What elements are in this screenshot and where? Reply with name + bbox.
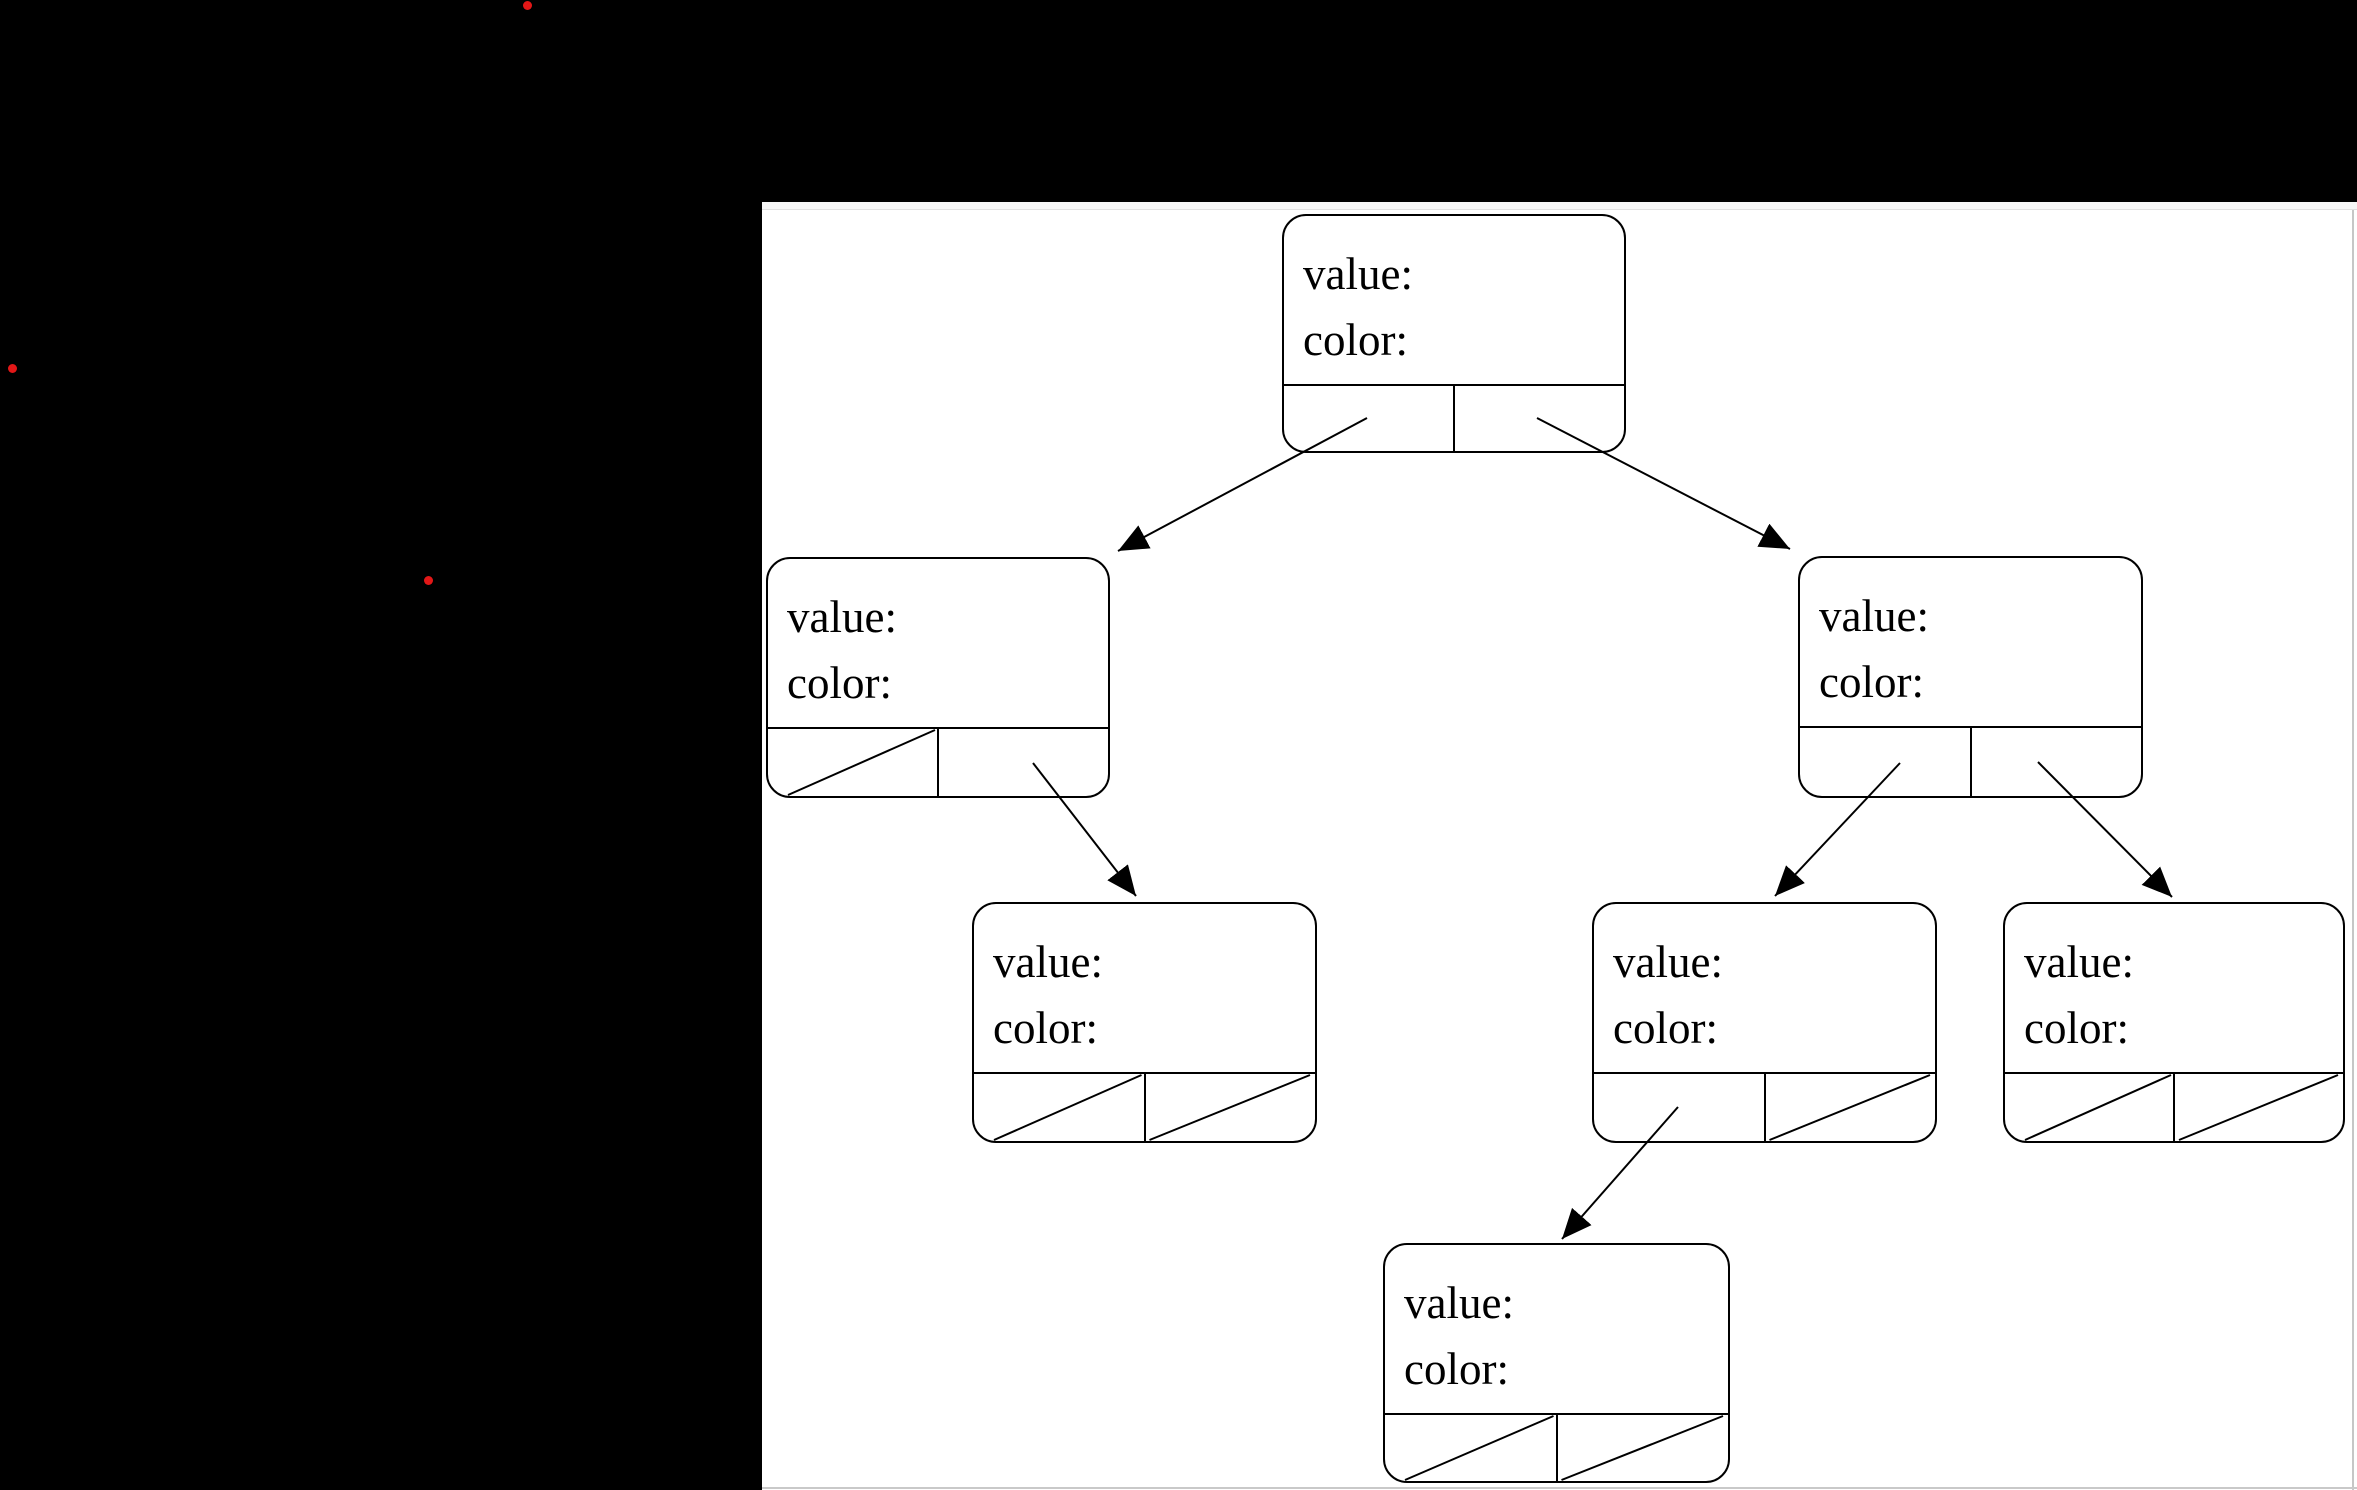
node-color-label: color:: [1303, 315, 1408, 365]
node-pointer-cells: [974, 1072, 1315, 1141]
node-color-label: color:: [1404, 1344, 1509, 1394]
pointer-cell-divider: [1143, 1074, 1146, 1141]
node-value-label: value:: [1819, 591, 1929, 641]
node-pointer-cells: [1284, 384, 1624, 451]
tree-node-root: value: color:: [1282, 214, 1626, 453]
tree-node-left: value: color:: [766, 557, 1110, 798]
red-dot: [523, 1, 532, 10]
node-value-label: value:: [787, 592, 897, 642]
node-pointer-cells: [1385, 1413, 1728, 1481]
tree-diagram: value:color:value:color:value:color:valu…: [762, 202, 2357, 1490]
pointer-cell-divider: [937, 729, 939, 796]
node-value-label: value:: [993, 937, 1103, 987]
panel-top-strip: [762, 202, 2357, 210]
pointer-cell-divider: [1555, 1415, 1558, 1481]
tree-node-right-left-left: value: color:: [1383, 1243, 1730, 1483]
node-pointer-cells: [768, 727, 1108, 796]
node-value-label: value:: [1404, 1278, 1514, 1328]
panel-right-edge: [2352, 210, 2354, 1490]
node-value-label: value:: [1613, 937, 1723, 987]
node-pointer-cells: [1594, 1072, 1935, 1141]
tree-node-right: value: color:: [1798, 556, 2143, 798]
pointer-cell-divider: [1453, 386, 1455, 451]
tree-node-right-right: value: color:: [2003, 902, 2345, 1143]
node-value-label: value:: [2024, 937, 2134, 987]
tree-node-right-left: value: color:: [1592, 902, 1937, 1143]
content-panel: value:color:value:color:value:color:valu…: [762, 202, 2357, 1490]
red-dot: [424, 576, 433, 585]
pointer-cell-divider: [2173, 1074, 2175, 1141]
node-color-label: color:: [787, 658, 892, 708]
panel-bottom-edge: [762, 1487, 2357, 1489]
node-pointer-cells: [1800, 726, 2141, 796]
node-color-label: color:: [1819, 657, 1924, 707]
tree-node-left-right: value: color:: [972, 902, 1317, 1143]
pointer-cell-divider: [1969, 728, 1972, 796]
node-color-label: color:: [2024, 1003, 2129, 1053]
node-color-label: color:: [1613, 1003, 1718, 1053]
pointer-cell-divider: [1763, 1074, 1766, 1141]
node-pointer-cells: [2005, 1072, 2343, 1141]
node-value-label: value:: [1303, 249, 1413, 299]
node-color-label: color:: [993, 1003, 1098, 1053]
red-dot: [8, 364, 17, 373]
